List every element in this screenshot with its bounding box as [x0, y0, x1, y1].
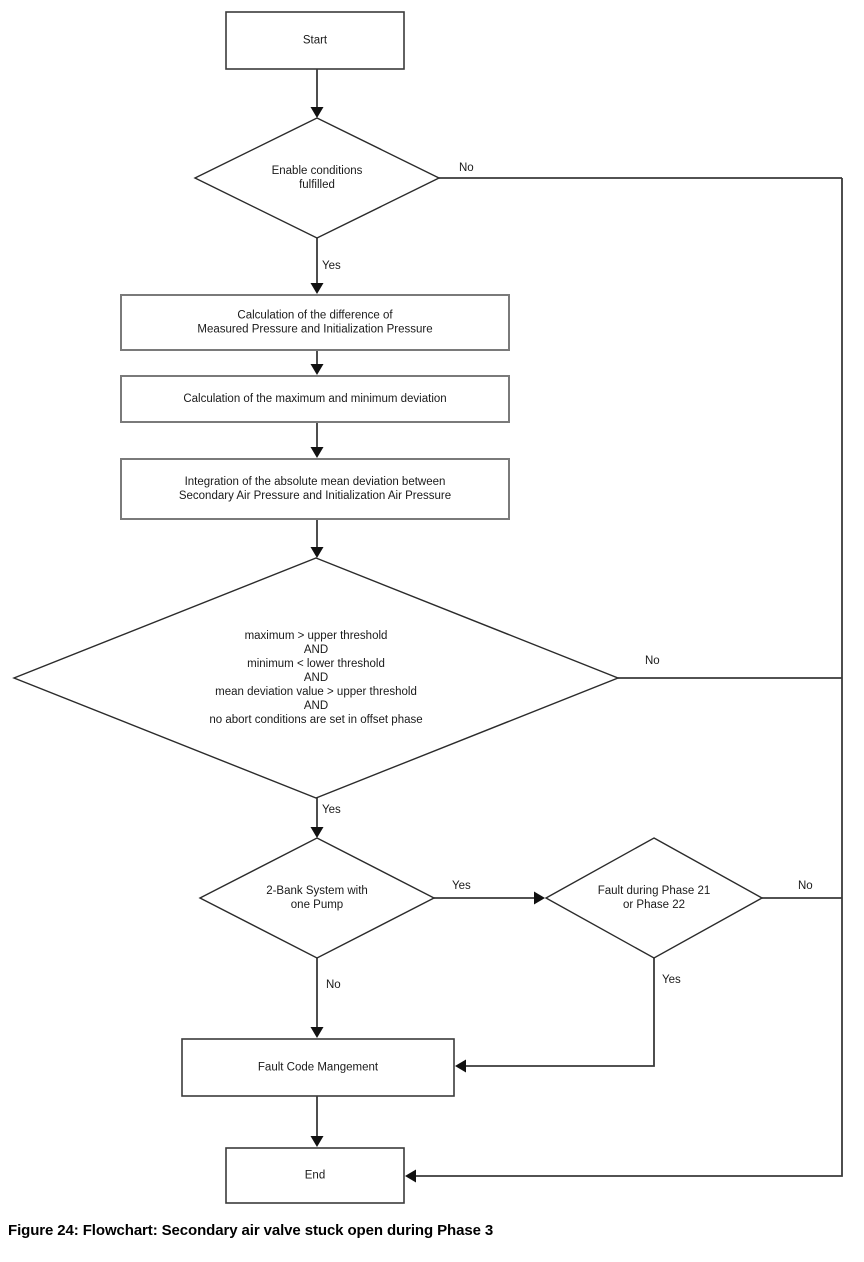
node-label-threshold_check: mean deviation value > upper threshold: [215, 686, 417, 698]
flow-edge-e_start_enable: [310, 69, 324, 118]
node-rect-end: [225, 1147, 405, 1204]
flow-node-calc_diff[interactable]: Calculation of the difference of Measured…: [120, 294, 510, 351]
node-label-end: End: [305, 1170, 325, 1182]
arrow-head-e_start_enable: [310, 107, 324, 118]
edge-label-e_threshold_yes: Yes: [322, 804, 341, 816]
edge-path-e_rightbus_end: [412, 178, 843, 1177]
node-label-fault_phase: Fault during Phase 21: [598, 885, 711, 897]
edge-label-e_twobank_no: No: [326, 979, 341, 991]
flow-edge-e_rightbus_end: [405, 178, 843, 1183]
node-rect-integration: [120, 458, 510, 520]
flow-edge-e_threshold_yes: [310, 798, 324, 838]
node-rect-fault_code: [181, 1038, 455, 1097]
node-label-threshold_check: AND: [304, 644, 328, 656]
node-diamond-threshold_check: [12, 557, 620, 799]
node-label-threshold_check: maximum > upper threshold: [245, 630, 388, 642]
node-label-fault_phase: or Phase 22: [623, 899, 685, 911]
arrow-head-e_calcmaxmin_integration: [310, 447, 324, 458]
flow-node-calc_maxmin[interactable]: Calculation of the maximum and minimum d…: [120, 375, 510, 423]
node-rect-calc_maxmin: [120, 375, 510, 423]
node-label-threshold_check: minimum < lower threshold: [247, 658, 385, 670]
arrow-head-e_threshold_yes: [310, 827, 324, 838]
edge-label-e_enable_no: No: [459, 162, 474, 174]
edge-path-e_faultphase_yes: [462, 958, 655, 1067]
flow-node-end[interactable]: End: [225, 1147, 405, 1204]
arrow-head-e_twobank_no: [310, 1027, 324, 1038]
edge-label-e_twobank_yes: Yes: [452, 880, 471, 892]
flow-edge-e_twobank_no: [310, 958, 324, 1038]
edge-label-e_faultphase_no: No: [798, 880, 813, 892]
flow-node-fault_phase[interactable]: Fault during Phase 21 or Phase 22: [544, 837, 764, 959]
flow-node-two_bank[interactable]: 2-Bank System with one Pump: [198, 837, 436, 959]
arrow-head-e_calcdiff_calcmaxmin: [310, 364, 324, 375]
arrow-head-e_integration_threshold: [310, 547, 324, 558]
flow-node-start[interactable]: Start: [225, 11, 405, 70]
node-label-fault_code: Fault Code Mangement: [258, 1062, 379, 1074]
figure-caption: Figure 24: Flowchart: Secondary air valv…: [8, 1222, 494, 1239]
node-label-calc_diff: Measured Pressure and Initialization Pre…: [197, 324, 432, 336]
flow-edge-e_integration_threshold: [310, 519, 324, 558]
edge-label-e_threshold_no: No: [645, 655, 660, 667]
node-diamond-enable: [193, 117, 441, 239]
node-diamond-fault_phase: [544, 837, 764, 959]
flow-edge-e_calcdiff_calcmaxmin: [310, 350, 324, 375]
node-label-threshold_check: AND: [304, 700, 328, 712]
arrow-head-e_enable_yes: [310, 283, 324, 294]
node-label-enable: fulfilled: [299, 179, 335, 191]
flow-edge-e_calcmaxmin_integration: [310, 422, 324, 458]
arrow-head-e_rightbus_end: [405, 1169, 416, 1183]
arrow-head-e_faultcode_end: [310, 1136, 324, 1147]
node-label-two_bank: one Pump: [291, 899, 343, 911]
flow-edge-e_faultphase_yes: [455, 958, 655, 1073]
flow-edge-e_faultcode_end: [310, 1096, 324, 1147]
edges-layer: [310, 69, 843, 1183]
node-label-threshold_check: no abort conditions are set in offset ph…: [209, 714, 422, 726]
node-diamond-two_bank: [198, 837, 436, 959]
node-label-integration: Integration of the absolute mean deviati…: [185, 476, 446, 488]
node-label-calc_maxmin: Calculation of the maximum and minimum d…: [183, 393, 446, 405]
node-rect-calc_diff: [120, 294, 510, 351]
edge-label-e_faultphase_yes: Yes: [662, 974, 681, 986]
node-label-calc_diff: Calculation of the difference of: [237, 310, 393, 322]
edge-label-e_enable_yes: Yes: [322, 260, 341, 272]
flow-edge-e_twobank_yes: [434, 891, 545, 905]
node-rect-start: [225, 11, 405, 70]
node-label-two_bank: 2-Bank System with: [266, 885, 368, 897]
node-label-enable: Enable conditions: [272, 165, 363, 177]
flow-node-enable[interactable]: Enable conditions fulfilled: [193, 117, 441, 239]
node-label-integration: Secondary Air Pressure and Initializatio…: [179, 490, 451, 502]
node-label-start: Start: [303, 35, 328, 47]
flow-node-fault_code[interactable]: Fault Code Mangement: [181, 1038, 455, 1097]
flow-node-integration[interactable]: Integration of the absolute mean deviati…: [120, 458, 510, 520]
arrow-head-e_twobank_yes: [534, 891, 545, 905]
arrow-head-e_faultphase_yes: [455, 1059, 466, 1073]
node-label-threshold_check: AND: [304, 672, 328, 684]
flow-edge-e_enable_yes: [310, 238, 324, 294]
